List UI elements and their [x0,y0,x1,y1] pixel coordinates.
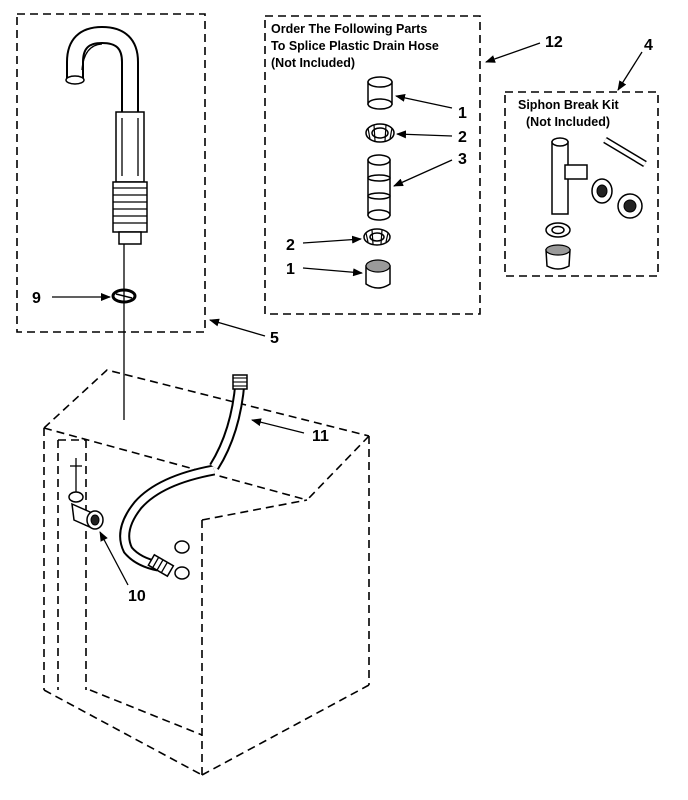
callout-1-top: 1 [458,105,467,122]
callout-10: 10 [128,588,146,605]
splice-clamp-top [365,123,395,143]
drain-hose-group-box [16,13,206,333]
drain-connector [68,458,104,530]
splice-kit-box [264,15,481,315]
callout-2-top-leader [396,130,453,139]
siphon-kit-title-line2: (Not Included) [526,115,610,129]
siphon-coupling [545,244,571,270]
callout-2-bottom: 2 [286,237,295,254]
siphon-nut-2 [617,193,643,219]
callout-12-leader [485,42,541,63]
siphon-tee-fitting [551,137,588,215]
callout-4: 4 [644,37,653,54]
cabinet-top-edge [43,369,370,437]
splice-kit-title-line3: (Not Included) [271,56,355,70]
callout-12: 12 [545,34,563,51]
hose-clamp [111,288,137,304]
callout-1-bottom: 1 [286,261,295,278]
siphon-break-kit: Siphon Break Kit (Not Included) [504,91,659,277]
splice-kit-title-line1: Order The Following Parts [271,22,427,36]
siphon-nut-1 [591,178,613,204]
callout-11: 11 [312,428,329,445]
callout-5: 5 [270,330,279,347]
drain-hose-assembly: 9 [16,13,206,420]
callout-1-bottom-leader [302,267,363,277]
splice-connector [367,154,391,221]
siphon-clamp [545,222,571,238]
callout-9: 9 [32,290,41,307]
splice-coupling-top [367,76,393,110]
washer-cabinet [43,369,370,776]
callout-5-leader [209,318,266,337]
callout-3: 3 [458,151,467,168]
inner-drain-hose [119,374,248,580]
splice-clamp-bottom [363,228,391,246]
callout-10-leader [99,531,129,586]
siphon-kit-title-line1: Siphon Break Kit [518,98,620,112]
callout-4-leader [617,51,643,91]
siphon-tube [603,136,647,168]
splice-kit-title-line2: To Splice Plastic Drain Hose [271,39,439,53]
splice-parts-kit: Order The Following Parts To Splice Plas… [264,15,481,315]
callout-2-bottom-leader [302,235,362,244]
callout-2-top: 2 [458,129,467,146]
callout-11-leader [251,418,305,434]
callout-1-top-leader [395,93,453,109]
cabinet-top-front-edge [43,427,308,501]
splice-coupling-bottom [365,259,391,289]
drain-hose [65,25,148,420]
callout-3-leader [393,159,453,187]
